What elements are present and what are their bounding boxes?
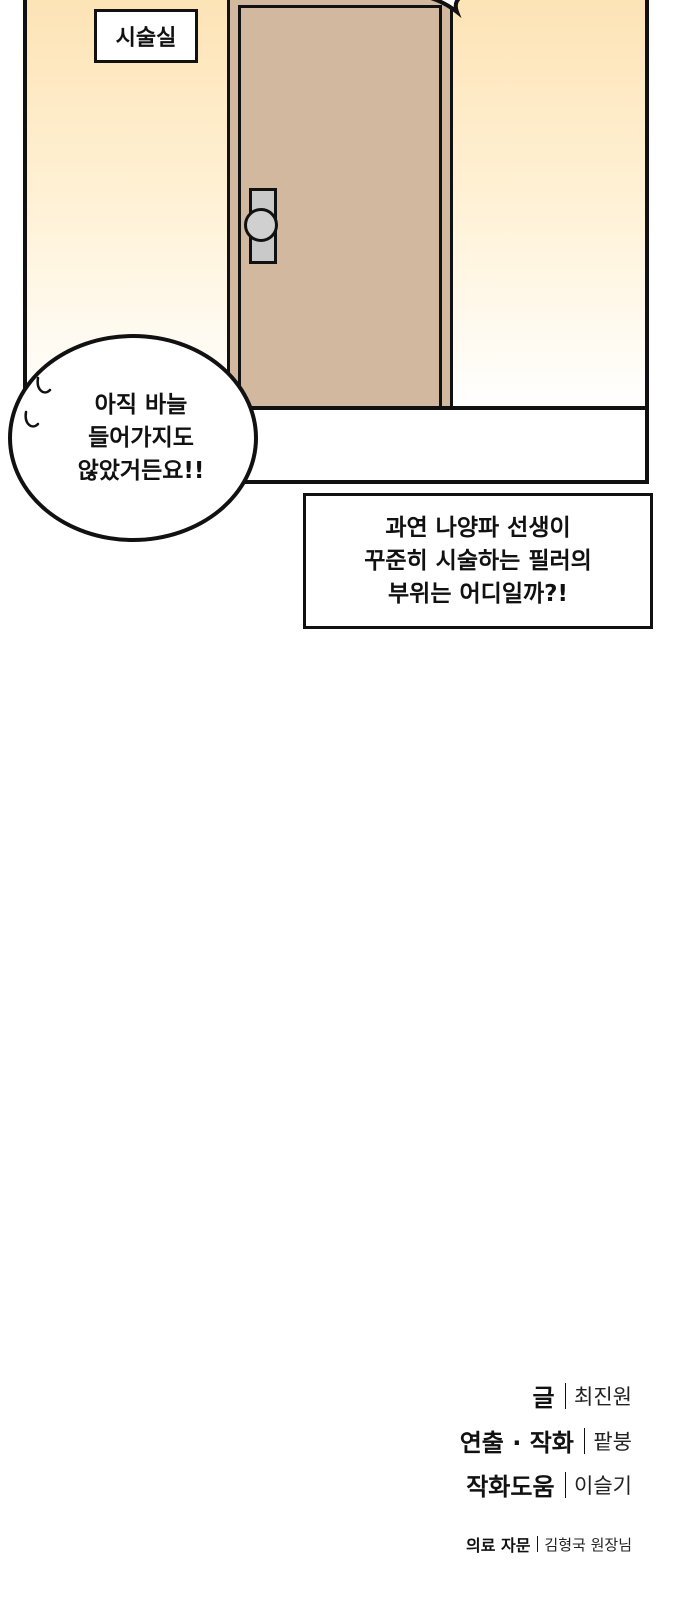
speech-bubble xyxy=(8,334,258,542)
credit-separator xyxy=(564,1382,567,1409)
room-sign: 시술실 xyxy=(94,9,198,63)
narration-line: 꾸준히 시술하는 필러의 xyxy=(364,547,592,574)
credit-art-assist: 작화도움 이슬기 xyxy=(232,1467,632,1502)
credit-name: 김형국 원장님 xyxy=(544,1535,632,1554)
door-knob xyxy=(244,208,278,242)
credit-writer: 글 최진원 xyxy=(232,1378,632,1413)
credit-role: 작화도움 xyxy=(466,1473,555,1501)
credit-separator xyxy=(583,1427,586,1454)
credit-direction-art: 연출 · 작화 팥붕 xyxy=(232,1423,632,1458)
narration-line: 과연 나양파 선생이 xyxy=(385,514,571,541)
credit-role: 글 xyxy=(532,1384,555,1412)
credit-separator xyxy=(537,1536,539,1552)
narration-box: 과연 나양파 선생이 꾸준히 시술하는 필러의 부위는 어디일까?! xyxy=(303,493,653,629)
door-inner-frame xyxy=(238,5,442,415)
credit-name: 최진원 xyxy=(574,1384,632,1409)
narration-line: 부위는 어디일까?! xyxy=(388,580,568,607)
sweat-marks-icon xyxy=(24,376,52,428)
top-speech-bubble-edge xyxy=(430,0,462,19)
credit-medical-consult: 의료 자문 김형국 원장님 xyxy=(232,1532,632,1556)
credit-role: 의료 자문 xyxy=(465,1536,531,1555)
speech-line: 않았거든요!! xyxy=(77,457,205,484)
speech-bubble-text: 아직 바늘 들어가지도 않았거든요!! xyxy=(8,334,258,542)
credit-name: 이슬기 xyxy=(574,1473,632,1498)
speech-line: 아직 바늘 xyxy=(94,391,188,418)
credit-separator xyxy=(564,1471,567,1498)
credit-name: 팥붕 xyxy=(593,1429,632,1454)
speech-line: 들어가지도 xyxy=(88,424,194,451)
credit-role: 연출 · 작화 xyxy=(459,1429,574,1457)
